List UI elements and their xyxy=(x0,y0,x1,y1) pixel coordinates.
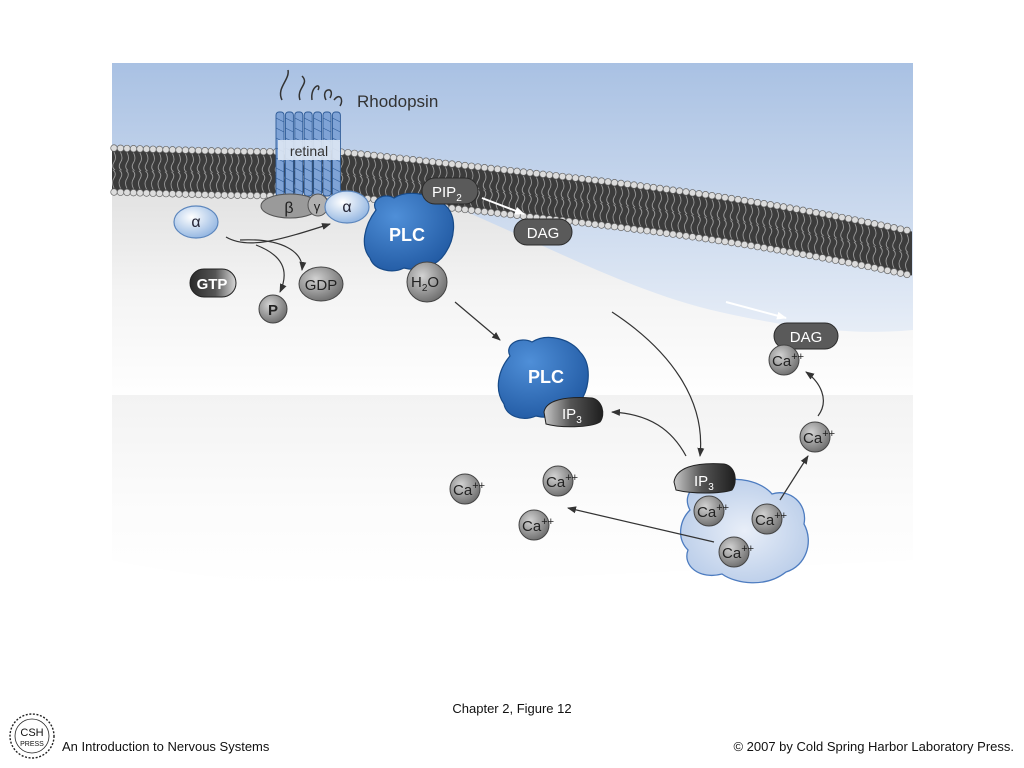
ip3-molecule-plc xyxy=(543,397,604,428)
ip3-molecule-er xyxy=(673,463,736,494)
arrow-ca-release-left xyxy=(567,506,715,543)
ca-ion: Ca++ xyxy=(751,503,787,535)
book-title: An Introduction to Nervous Systems xyxy=(62,739,270,754)
ca-ion: Ca++ xyxy=(768,344,804,376)
phosphate-molecule xyxy=(258,294,288,324)
g-protein-beta-gamma xyxy=(260,193,329,219)
copyright-notice: © 2007 by Cold Spring Harbor Laboratory … xyxy=(733,739,1014,754)
alpha-subunit-bound xyxy=(324,190,370,224)
plc-label-membrane: PLC xyxy=(389,225,425,245)
ca-ion: Ca++ xyxy=(693,495,729,527)
dag-molecule-1 xyxy=(513,218,573,246)
arrow-to-gdp xyxy=(239,239,307,271)
alpha-label-bound: α xyxy=(342,199,351,216)
ip3-label-er: IP3 xyxy=(694,473,714,493)
ca-ion: Ca++ xyxy=(542,465,578,497)
svg-text:Ca++: Ca++ xyxy=(522,516,554,535)
rhodopsin-receptor xyxy=(275,69,343,197)
arrow-ca-to-membrane xyxy=(805,371,824,417)
gdp-label: GDP xyxy=(305,277,338,294)
ip3-label-plc: IP3 xyxy=(562,406,582,426)
alpha-subunit-free xyxy=(173,205,219,239)
ca-ion: Ca++ xyxy=(518,509,554,541)
svg-text:Ca++: Ca++ xyxy=(546,472,578,491)
gamma-label: γ xyxy=(314,199,321,214)
dag-label-2: DAG xyxy=(790,329,823,346)
ca-ion: Ca++ xyxy=(718,536,754,568)
pip2-molecule xyxy=(421,177,479,205)
svg-text:Ca++: Ca++ xyxy=(803,428,835,447)
plc-enzyme-membrane xyxy=(363,192,455,272)
arrow-to-phosphate xyxy=(255,244,287,293)
svg-text:Ca++: Ca++ xyxy=(722,543,754,562)
gtp-label: GTP xyxy=(197,276,228,293)
csh-press-logo: CSH PRESS xyxy=(9,713,55,759)
retinal-label: retinal xyxy=(290,143,328,159)
dag-molecule-2 xyxy=(773,322,839,350)
gdp-molecule xyxy=(298,266,344,302)
gtp-molecule xyxy=(189,268,237,298)
calcium-store-er xyxy=(680,478,809,584)
svg-text:PRESS: PRESS xyxy=(20,741,44,748)
plc-label-cytoplasm: PLC xyxy=(528,367,564,387)
dag-label-1: DAG xyxy=(527,225,560,242)
pip2-label: PIP2 xyxy=(432,184,462,204)
svg-text:Ca++: Ca++ xyxy=(772,351,804,370)
figure-caption: Chapter 2, Figure 12 xyxy=(452,701,572,716)
rhodopsin-label: Rhodopsin xyxy=(357,92,438,111)
arrow-ip3-release xyxy=(611,311,705,457)
ca-ion: Ca++ xyxy=(799,421,835,453)
ca-ion: Ca++ xyxy=(449,473,485,505)
arrow-hydrolysis xyxy=(454,301,501,341)
arrow-ca-release-up xyxy=(779,455,809,501)
arrow-ip3-to-plc xyxy=(611,408,687,457)
svg-text:Ca++: Ca++ xyxy=(453,480,485,499)
alpha-label-free: α xyxy=(191,214,200,231)
water-label: H2O xyxy=(411,274,439,294)
svg-text:Ca++: Ca++ xyxy=(697,502,729,521)
arrow-pip2-to-dag xyxy=(481,197,525,215)
svg-text:CSH: CSH xyxy=(20,727,43,739)
beta-label: β xyxy=(284,200,293,217)
svg-text:Ca++: Ca++ xyxy=(755,510,787,529)
phosphate-label: P xyxy=(268,302,278,319)
water-molecule xyxy=(406,261,448,303)
arrow-dag-diffusion xyxy=(725,301,787,320)
